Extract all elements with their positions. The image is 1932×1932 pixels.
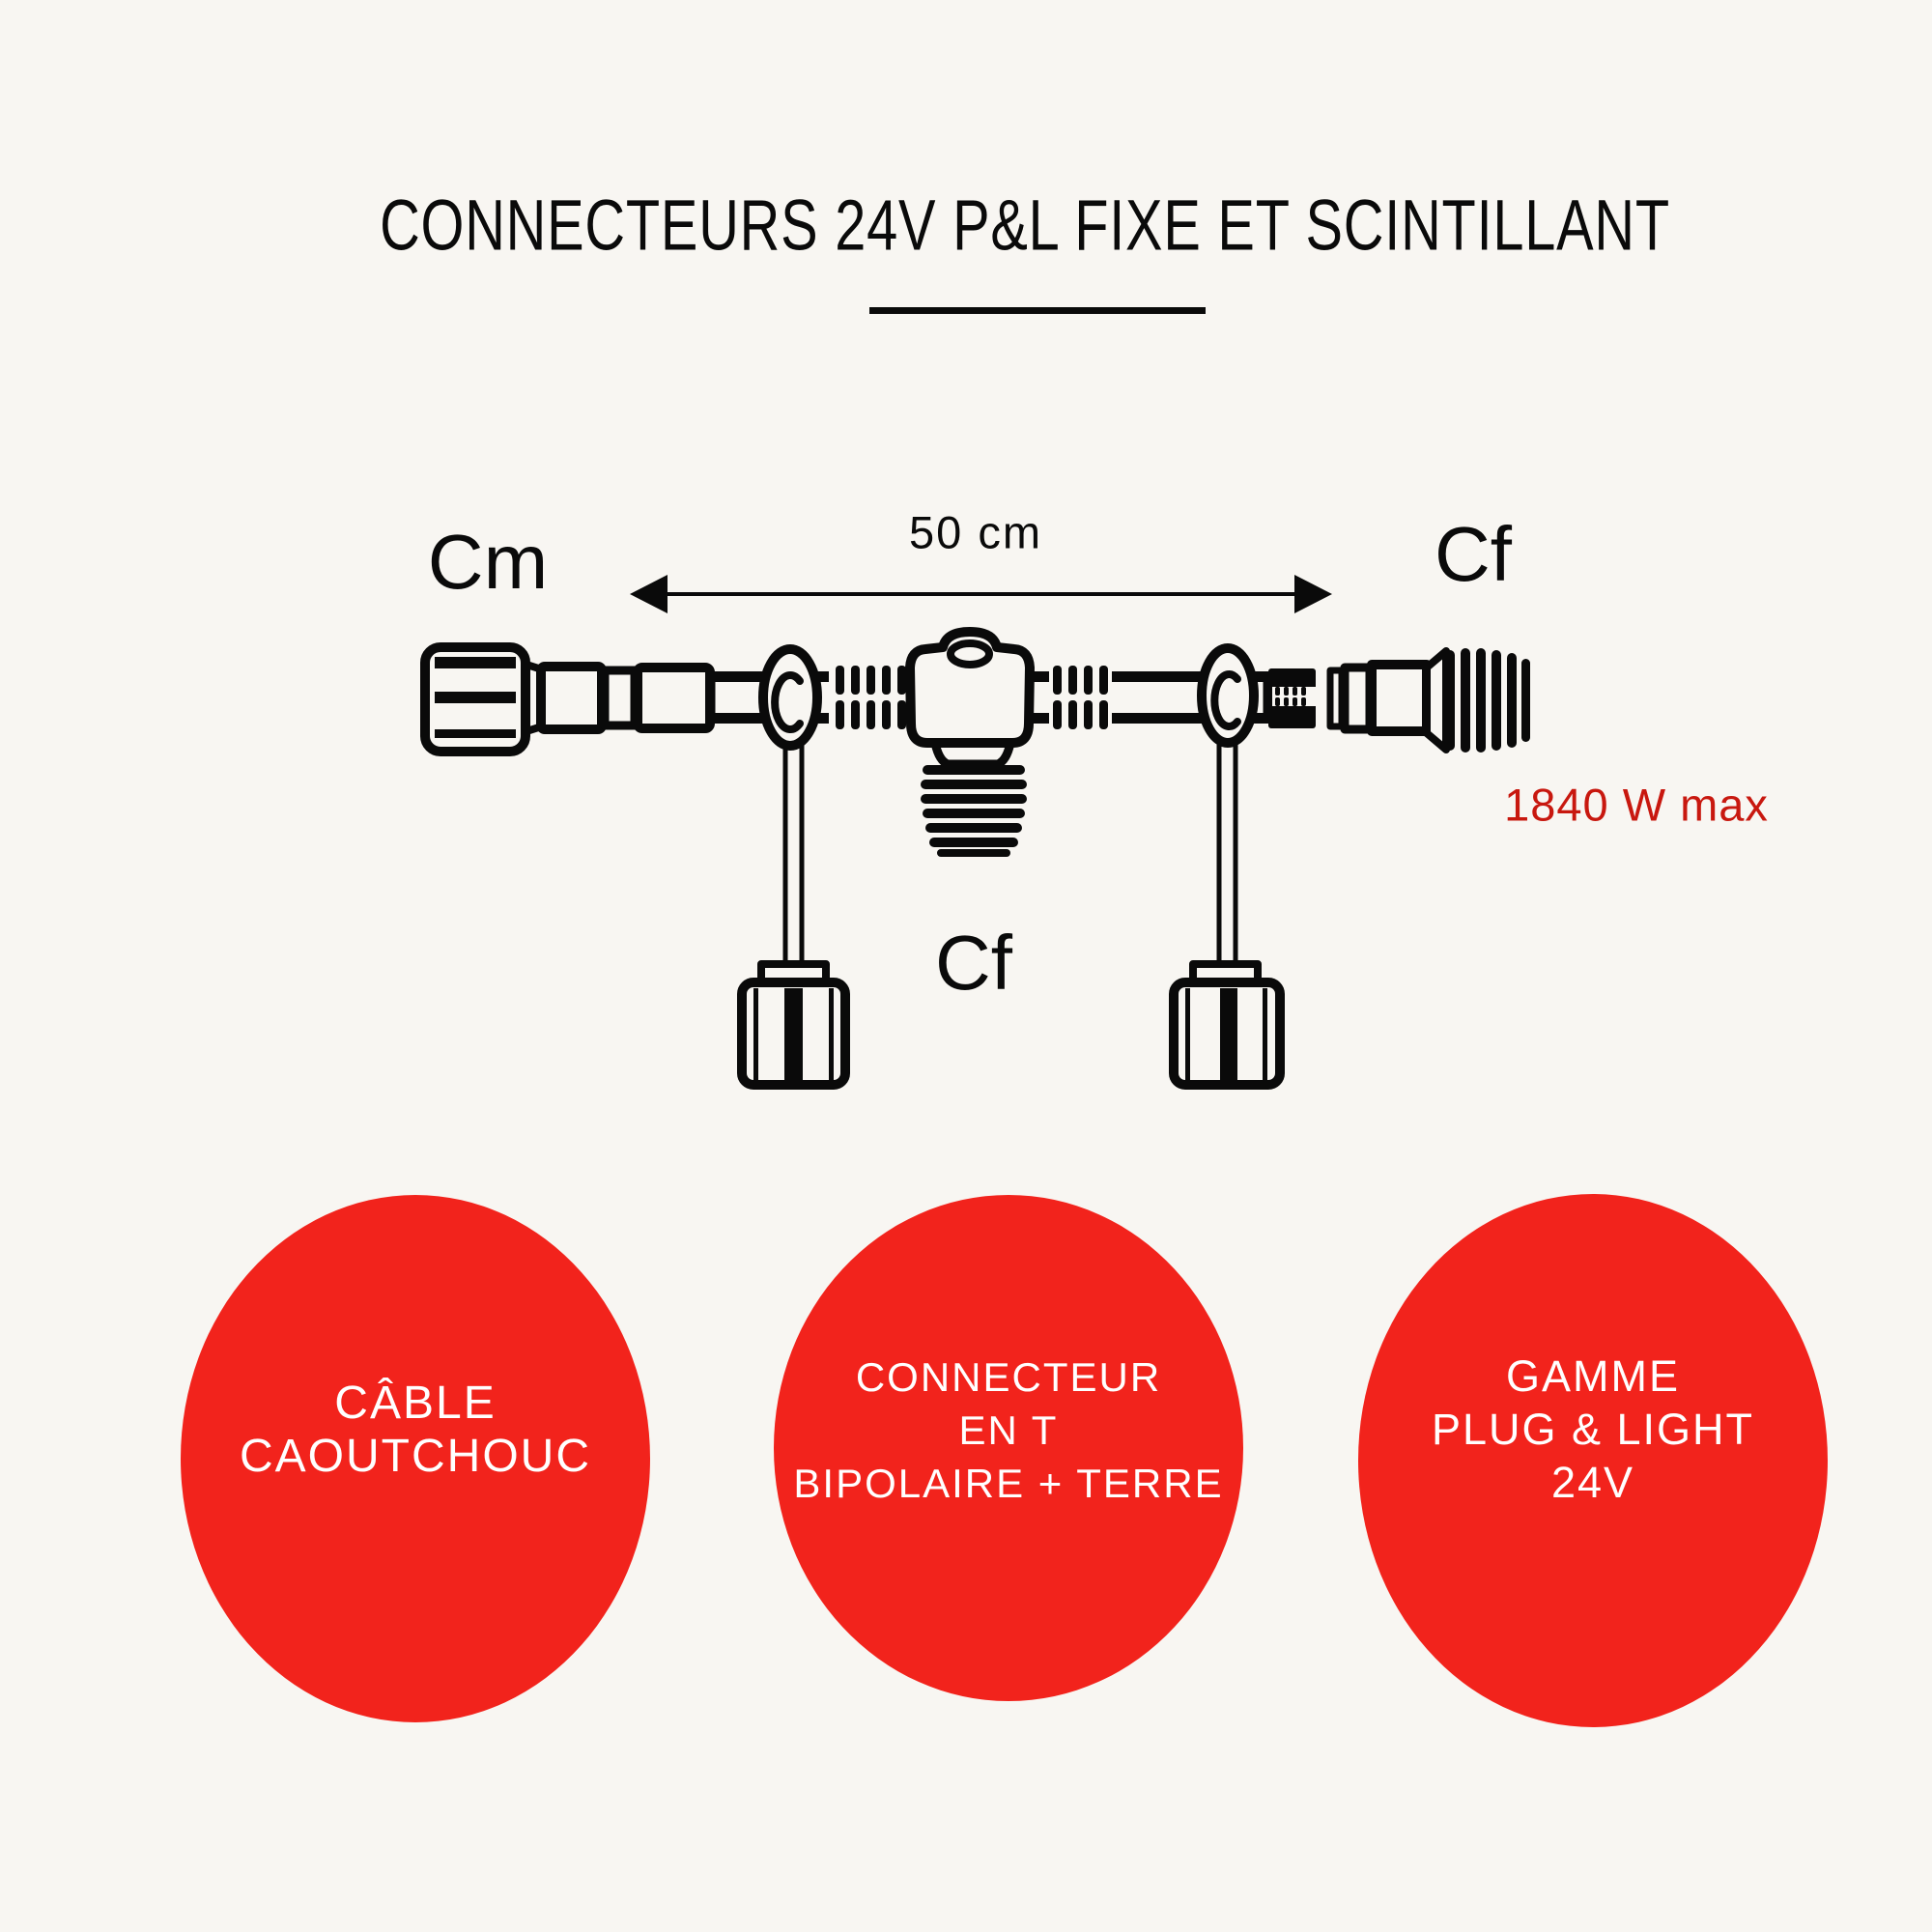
cm-male-connector-drawing — [420, 642, 715, 756]
label-max-power: 1840 W max — [1504, 779, 1769, 831]
left-ribbed-section — [829, 664, 912, 731]
left-hanging-cap — [737, 960, 850, 1090]
label-cm: Cm — [427, 519, 549, 605]
badge-connecteur-en-t: CONNECTEUR EN T BIPOLAIRE + TERRE — [774, 1195, 1243, 1701]
label-dimension-50cm: 50 cm — [909, 506, 1042, 558]
badge-line: 24V — [1550, 1457, 1635, 1507]
tee-screw-thread — [921, 738, 1027, 857]
label-cf-right: Cf — [1435, 511, 1512, 597]
badge-line: BIPOLAIRE + TERRE — [793, 1460, 1224, 1506]
left-cap-string — [782, 737, 805, 968]
cf-female-connector-drawing — [1268, 647, 1530, 753]
badge-line: CAOUTCHOUC — [240, 1431, 591, 1482]
badge-cable-caoutchouc: CÂBLE CAOUTCHOUC — [181, 1195, 650, 1722]
badge-line: CONNECTEUR — [855, 1353, 1162, 1400]
title-underline — [869, 307, 1206, 314]
badge-line: EN T — [958, 1406, 1059, 1453]
right-cap-string — [1216, 734, 1238, 968]
badge-line: CÂBLE — [334, 1378, 497, 1429]
label-cf-tee: Cf — [935, 920, 1012, 1006]
badge-line: GAMME — [1505, 1350, 1680, 1401]
right-cable-loop-ring — [1197, 643, 1259, 748]
badge-line: PLUG & LIGHT — [1431, 1404, 1755, 1454]
badge-gamme-plug-light: GAMME PLUG & LIGHT 24V — [1358, 1194, 1828, 1727]
right-ribbed-section — [1049, 664, 1112, 731]
page-title: CONNECTEURS 24V P&L FIXE ET SCINTILLANT — [380, 185, 1670, 266]
right-hanging-cap — [1169, 960, 1285, 1090]
left-cable-loop-ring — [758, 644, 822, 751]
tee-connector-drawing — [905, 627, 1035, 748]
dimension-arrow — [630, 575, 1332, 613]
